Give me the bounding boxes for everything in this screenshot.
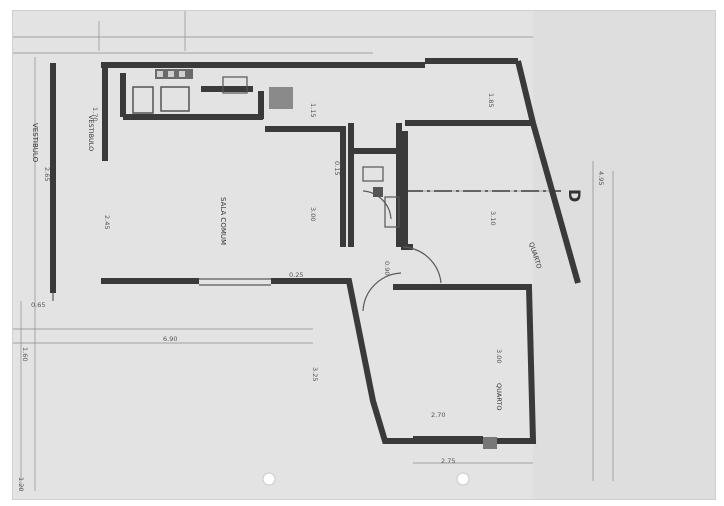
dim-0-65: 0.65	[31, 301, 45, 309]
section-label: D	[565, 189, 584, 202]
door-swings	[362, 190, 442, 312]
room-sala-comum: SALA COMUM	[219, 197, 227, 245]
punch-hole-right	[456, 472, 470, 486]
dimension-labels: 2.65 1.70 2.45 3.00 1.15 0.15 3.10 1.85 …	[17, 93, 605, 491]
dim-1-20: 1.20	[17, 477, 25, 491]
punch-hole-left	[262, 472, 276, 486]
drawing-sheet: D VESTIBULO VESTIBULO SALA COMUM QUARTO …	[12, 10, 716, 500]
dim-0-15: 0.15	[333, 161, 341, 175]
room-vestibulo-outer: VESTIBULO	[31, 123, 39, 163]
walls	[50, 58, 581, 444]
paper-shade	[533, 11, 715, 499]
fixtures	[132, 69, 497, 449]
dim-6-90: 6.90	[163, 335, 177, 343]
dim-3-25: 3.25	[311, 367, 319, 381]
dim-1-60: 1.60	[21, 347, 29, 361]
dim-4-95: 4.95	[597, 171, 605, 185]
dim-3-00b: 3.00	[495, 349, 503, 363]
dim-3-10: 3.10	[489, 211, 497, 225]
room-vestibulo-inner: VESTIBULO	[87, 115, 95, 151]
dimension-lines	[13, 11, 614, 491]
room-quarto-bottom: QUARTO	[495, 383, 503, 410]
dim-1-70: 1.70	[91, 107, 99, 121]
dim-2-45: 2.45	[103, 215, 111, 229]
floor-plan: D VESTIBULO VESTIBULO SALA COMUM QUARTO …	[13, 11, 715, 499]
dim-2-75: 2.75	[441, 457, 455, 465]
dim-2-70: 2.70	[431, 411, 445, 419]
dim-1-15: 1.15	[309, 103, 317, 117]
dim-2-65: 2.65	[43, 167, 51, 181]
dim-1-85: 1.85	[487, 93, 495, 107]
dim-0-25: 0.25	[289, 271, 303, 279]
dim-3-00a: 3.00	[309, 207, 317, 221]
dim-0-90: 0.90	[383, 261, 391, 275]
section-marker: D	[405, 189, 584, 202]
